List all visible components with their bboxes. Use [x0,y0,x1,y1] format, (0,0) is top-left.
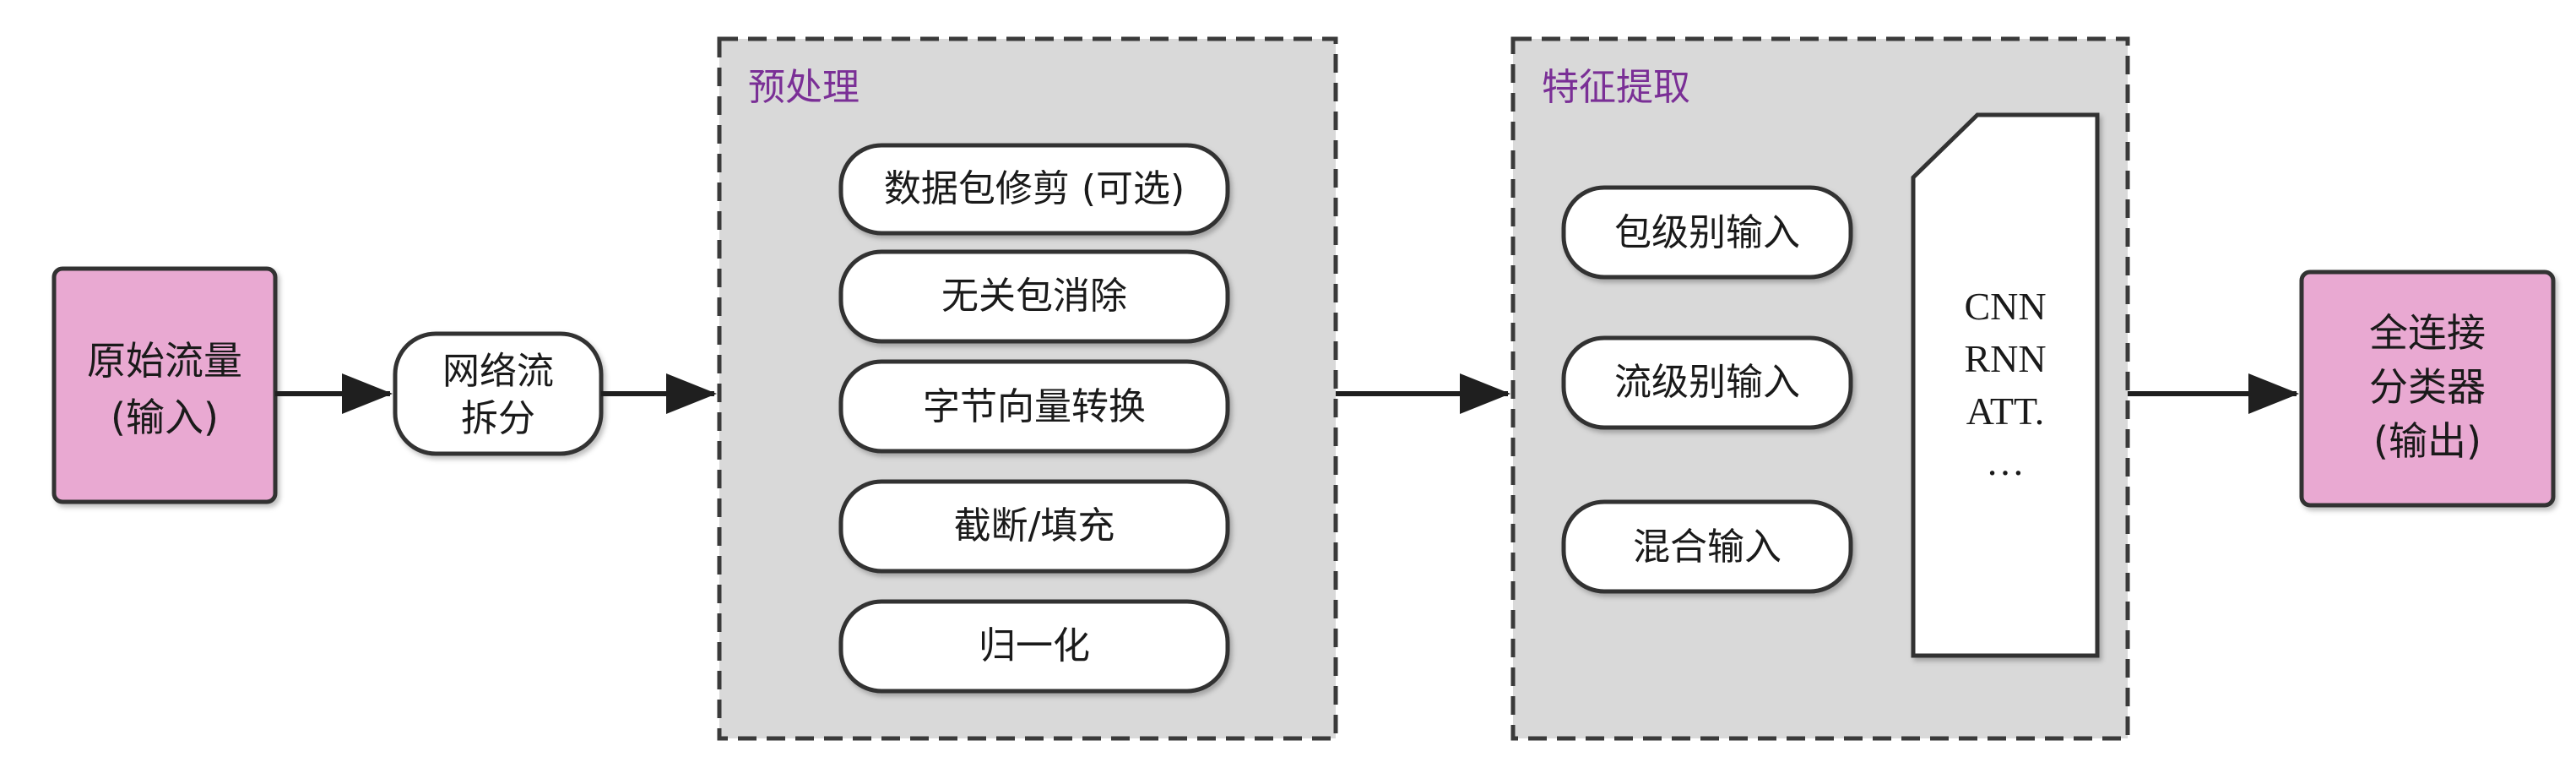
output-label-line3: (输出) [2373,418,2481,464]
feature-input-label: 混合输入 [1633,526,1782,569]
model-label-cnn: CNN [1964,285,2046,328]
model-label-rnn: RNN [1964,337,2046,380]
preprocess-step-label: 字节向量转换 [923,385,1146,428]
input-label-line1: 原始流量 [87,338,242,384]
model-card: CNN RNN ATT. … [1911,112,2100,658]
preprocess-step-label: 归一化 [979,624,1090,667]
output-label-line2: 分类器 [2369,364,2486,410]
feature-input-label: 包级别输入 [1614,211,1800,254]
split-label-line1: 网络流 [442,350,554,393]
split-label-line2: 拆分 [461,397,535,440]
feature-input-item: 包级别输入 [1561,185,1853,280]
preprocess-step: 归一化 [838,599,1230,694]
preprocess-step: 数据包修剪 (可选) [838,143,1230,236]
feature-extraction-group: 特征提取 包级别输入 流级别输入 混合输入 CNN RNN ATT. … [1510,36,2130,741]
feature-input-item: 流级别输入 [1561,335,1853,430]
preprocess-step-label: 截断/填充 [954,504,1115,547]
feature-input-label: 流级别输入 [1614,361,1800,404]
model-label-ellipsis: … [1986,440,2025,483]
classifier-output-box: 全连接 分类器 (输出) [2299,270,2556,508]
preprocess-step-label: 无关包消除 [941,275,1127,318]
preprocess-step: 无关包消除 [838,249,1230,344]
preprocess-group: 预处理 数据包修剪 (可选) 无关包消除 字节向量转换 截断/填充 归一化 [717,36,1338,741]
raw-traffic-input-box: 原始流量 (输入) [52,266,278,504]
preprocess-title: 预处理 [748,66,860,109]
model-label-att: ATT. [1966,389,2044,433]
output-label-line1: 全连接 [2369,310,2486,356]
preprocess-step: 字节向量转换 [838,359,1230,454]
preprocess-step-label: 数据包修剪 (可选) [884,167,1185,210]
feature-input-item: 混合输入 [1561,499,1853,594]
feature-title: 特征提取 [1542,66,1690,109]
input-label-line2: (输入) [111,395,219,440]
flow-split-box: 网络流 拆分 [393,331,604,456]
preprocess-step: 截断/填充 [838,479,1230,574]
